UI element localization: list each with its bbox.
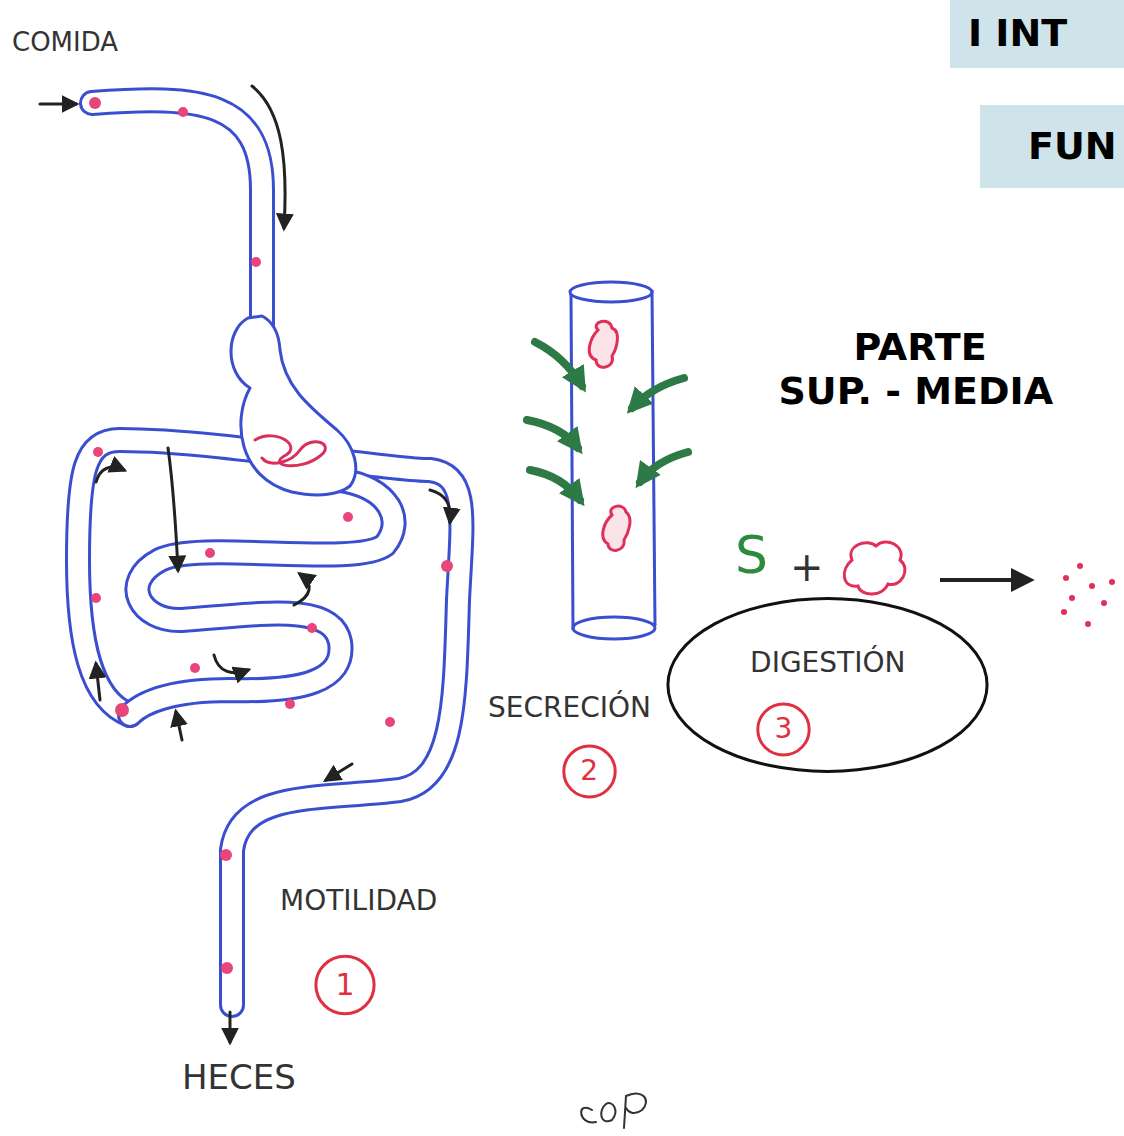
enzyme-symbol: S	[735, 526, 768, 586]
flow-arrows	[214, 655, 248, 673]
intestine-segment	[570, 282, 652, 302]
intestine-segment	[603, 506, 630, 550]
callout-number: 3	[757, 703, 810, 756]
intestine-segment	[652, 290, 655, 626]
digestion-reaction	[1069, 595, 1075, 601]
food-particles	[115, 703, 129, 717]
flow-arrows	[40, 86, 450, 1042]
food-particles	[385, 717, 395, 727]
food-particles	[89, 97, 453, 974]
food-particles	[251, 257, 261, 267]
flow-arrows	[96, 664, 100, 700]
food-particles	[89, 97, 101, 109]
flow-arrows	[176, 712, 182, 740]
title-text: I INT	[968, 12, 1124, 56]
title-box: FUN	[980, 105, 1124, 188]
section-heading: PARTE SUP. - MEDIA	[779, 326, 1062, 413]
digestion-reaction	[940, 578, 1030, 582]
flow-arrows	[252, 86, 285, 228]
food-particles	[205, 548, 215, 558]
digestion-reaction	[1085, 621, 1091, 627]
food-particles	[91, 593, 101, 603]
flow-arrows	[168, 448, 178, 570]
food-particles	[220, 849, 232, 861]
intestine-segment	[573, 617, 655, 639]
secretion-arrows	[527, 420, 578, 448]
secretion-arrows	[535, 342, 582, 386]
plus-sign: +	[790, 544, 824, 590]
food-particles	[285, 699, 295, 709]
callout-number: 1	[335, 968, 354, 1003]
signature	[601, 1103, 615, 1121]
secretion-arrows	[632, 378, 684, 408]
digestive-tract	[130, 480, 394, 715]
output-label: HECES	[182, 1058, 296, 1097]
callout-number: 3	[774, 713, 792, 745]
digestion-reaction	[1061, 609, 1067, 615]
food-particles	[343, 512, 353, 522]
digestive-tract	[255, 436, 325, 466]
callout-number: 1	[315, 955, 375, 1015]
highlight-ellipse: DIGESTIÓN 3	[663, 595, 992, 775]
flow-arrows	[40, 103, 76, 106]
secretion-arrows	[530, 470, 580, 500]
intestine-segment	[570, 282, 655, 639]
digestive-tract	[92, 100, 262, 330]
circle-outline	[758, 704, 809, 755]
circle-outline	[316, 956, 374, 1014]
flow-arrows	[229, 1012, 232, 1042]
food-particles	[307, 623, 317, 633]
input-label: COMIDA	[12, 28, 118, 58]
food-particles	[221, 962, 233, 974]
function-label: MOTILIDAD	[280, 885, 437, 917]
digestion-reaction	[1089, 583, 1095, 589]
signature	[581, 1108, 596, 1123]
flow-arrows	[294, 574, 309, 605]
signature	[624, 1093, 646, 1128]
digestion-reaction	[1109, 579, 1115, 585]
secretion-arrows	[640, 452, 688, 482]
food-particles	[93, 447, 103, 457]
ellipse-outline	[663, 595, 992, 775]
intestine-segment	[589, 321, 617, 367]
callout-number: 2	[563, 745, 616, 798]
digestive-tract	[92, 100, 262, 330]
digestive-tract	[78, 440, 461, 1005]
signature	[581, 1093, 646, 1128]
digestion-reaction	[1061, 563, 1115, 627]
digestive-tract	[231, 316, 356, 495]
digestion-reaction	[844, 542, 1115, 627]
digestive-tract	[78, 100, 461, 1005]
function-label: SECRECIÓN	[488, 692, 651, 724]
flow-arrows	[430, 490, 450, 522]
secretion-arrows	[527, 342, 688, 500]
title-text: FUN	[1028, 125, 1124, 169]
flow-arrows	[96, 467, 124, 482]
circle-outline	[563, 746, 614, 797]
digestion-reaction	[1101, 600, 1107, 606]
food-particles	[190, 663, 200, 673]
digestion-reaction	[1063, 575, 1069, 581]
ellipse-outline	[668, 599, 987, 772]
title-box: I INT	[950, 0, 1124, 68]
digestive-tract	[78, 440, 461, 1005]
callout-number: 2	[580, 755, 598, 787]
food-particles	[178, 107, 188, 117]
node-text: DIGESTIÓN	[663, 647, 992, 679]
digestive-tract	[130, 480, 394, 715]
flow-arrows	[326, 764, 352, 780]
digestion-reaction	[844, 542, 905, 594]
food-particles	[441, 560, 453, 572]
intestine-segment	[571, 294, 573, 630]
digestion-reaction	[1077, 563, 1083, 569]
